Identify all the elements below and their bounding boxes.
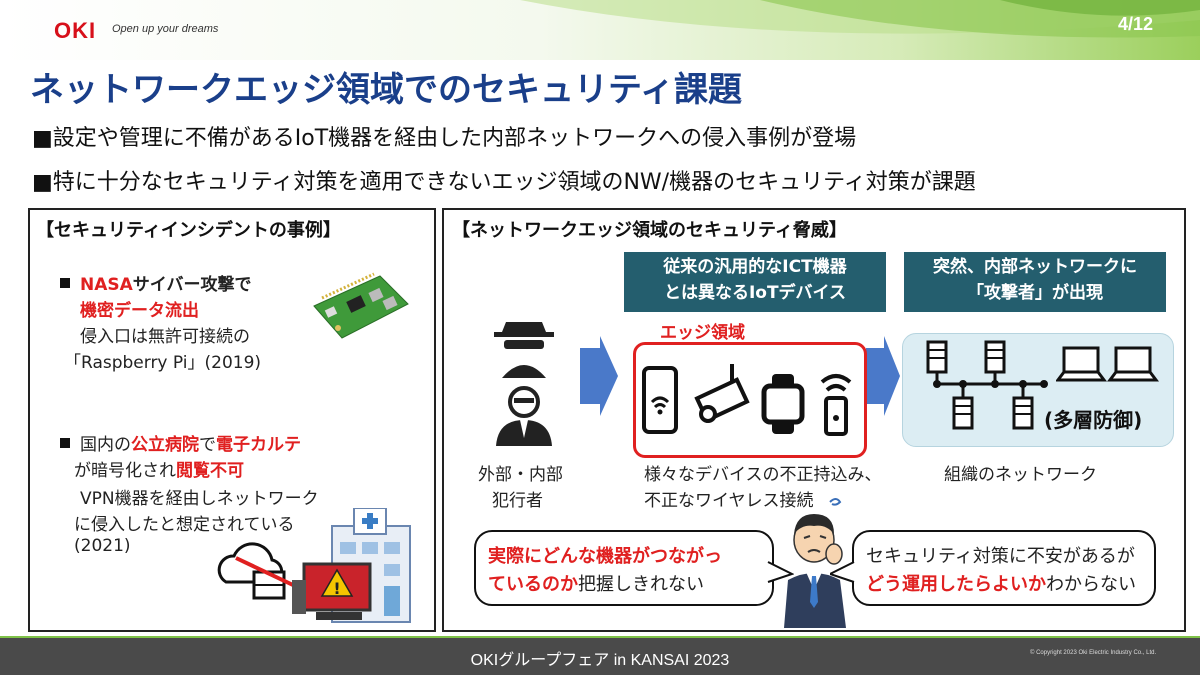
svg-text:!: ! — [333, 579, 340, 598]
threat-panel-title: 【ネットワークエッジ領域のセキュリティ脅威】 — [452, 220, 847, 241]
smartphone-icon — [642, 366, 678, 434]
attacker-label-1: 外部・内部 — [478, 465, 563, 485]
bubble-tail — [766, 561, 794, 583]
copyright: © Copyright 2023 Oki Electric Industry C… — [1030, 650, 1157, 656]
oki-logo: OKI — [54, 18, 97, 43]
slide-title: ネットワークエッジ領域でのセキュリティ課題 — [30, 71, 742, 109]
bullet-square — [60, 278, 70, 288]
person-icon — [496, 386, 552, 446]
laptop-icons — [1056, 346, 1159, 382]
server-network-icon — [926, 340, 1048, 430]
edge-region-label: エッジ領域 — [660, 323, 745, 343]
attacker-icons — [494, 322, 554, 446]
edge-devices — [642, 364, 852, 436]
header-banner — [0, 0, 1200, 60]
arrow-right-icon — [580, 336, 618, 416]
case1-line1: NASAサイバー攻撃で — [60, 270, 251, 295]
laptop-icon — [1056, 346, 1107, 382]
hacker-icon — [494, 322, 554, 378]
case2-line1: 国内の公立病院で電子カルテ — [60, 430, 301, 455]
device-caption-1: 様々なデバイスの不正持込み、 — [644, 465, 882, 485]
case2-line5: (2021) — [74, 536, 131, 556]
worried-businessman-icon — [784, 498, 846, 628]
server-icon — [252, 570, 286, 600]
case2-line2: が暗号化され閲覧不可 — [74, 461, 244, 481]
computer-warning-icon: ! — [292, 562, 372, 620]
attacker-appears-box: 突然、内部ネットワークに「攻撃者」が出現 — [904, 252, 1166, 312]
tagline: Open up your dreams — [112, 23, 219, 35]
attacker-label-2: 犯行者 — [492, 491, 543, 511]
smartwatch-icon — [761, 374, 805, 434]
bullet-square — [60, 438, 70, 448]
hospital-illustration: ! — [217, 508, 411, 623]
bubble-left-line1: 実際にどんな機器がつながっ — [488, 546, 722, 567]
iot-device-box: 従来の汎用的なICT機器とは異なるIoTデバイス — [624, 252, 886, 312]
bullet-1: ■設定や管理に不備があるIoT機器を経由した内部ネットワークへの侵入事例が登場 — [32, 126, 857, 151]
case2-line4: に侵入したと想定されている — [74, 515, 295, 535]
case1-line2: 機密データ流出 — [80, 301, 199, 321]
circuit-board-icon — [313, 272, 409, 339]
wireless-sensor-icon — [820, 374, 852, 436]
incident-panel-title: 【セキュリティインシデントの事例】 — [36, 220, 341, 241]
speech-bubble-right — [852, 530, 1156, 606]
case2-line3: VPN機器を経由しネットワーク — [80, 489, 319, 509]
speech-bubble-left — [474, 530, 774, 606]
bubble-right-line2: どう運用したらよいかわからない — [866, 574, 1136, 595]
case1-line3: 侵入口は無許可接続の — [80, 327, 250, 347]
device-caption-2: 不正なワイヤレス接続 — [644, 491, 814, 511]
security-camera-icon — [694, 364, 750, 423]
bubble-left-line2: ているのか把握しきれない — [488, 574, 704, 595]
bullet-2: ■特に十分なセキュリティ対策を適用できないエッジ領域のNW/機器のセキュリティ対… — [32, 170, 976, 195]
defense-label: (多層防御) — [1044, 408, 1143, 432]
footer-text: OKIグループフェア in KANSAI 2023 — [470, 652, 730, 669]
bubble-right-line1: セキュリティ対策に不安があるが — [866, 546, 1135, 567]
bubble-tail — [830, 561, 856, 583]
case1-line4: 「Raspberry Pi」(2019) — [64, 353, 262, 373]
laptop-icon — [1107, 346, 1159, 382]
footer-stripe — [0, 636, 1200, 639]
org-network-caption: 組織のネットワーク — [944, 465, 1097, 485]
arrow-right-icon — [866, 336, 900, 416]
footer-bar — [0, 638, 1200, 675]
page-number: 4/12 — [1118, 14, 1154, 34]
